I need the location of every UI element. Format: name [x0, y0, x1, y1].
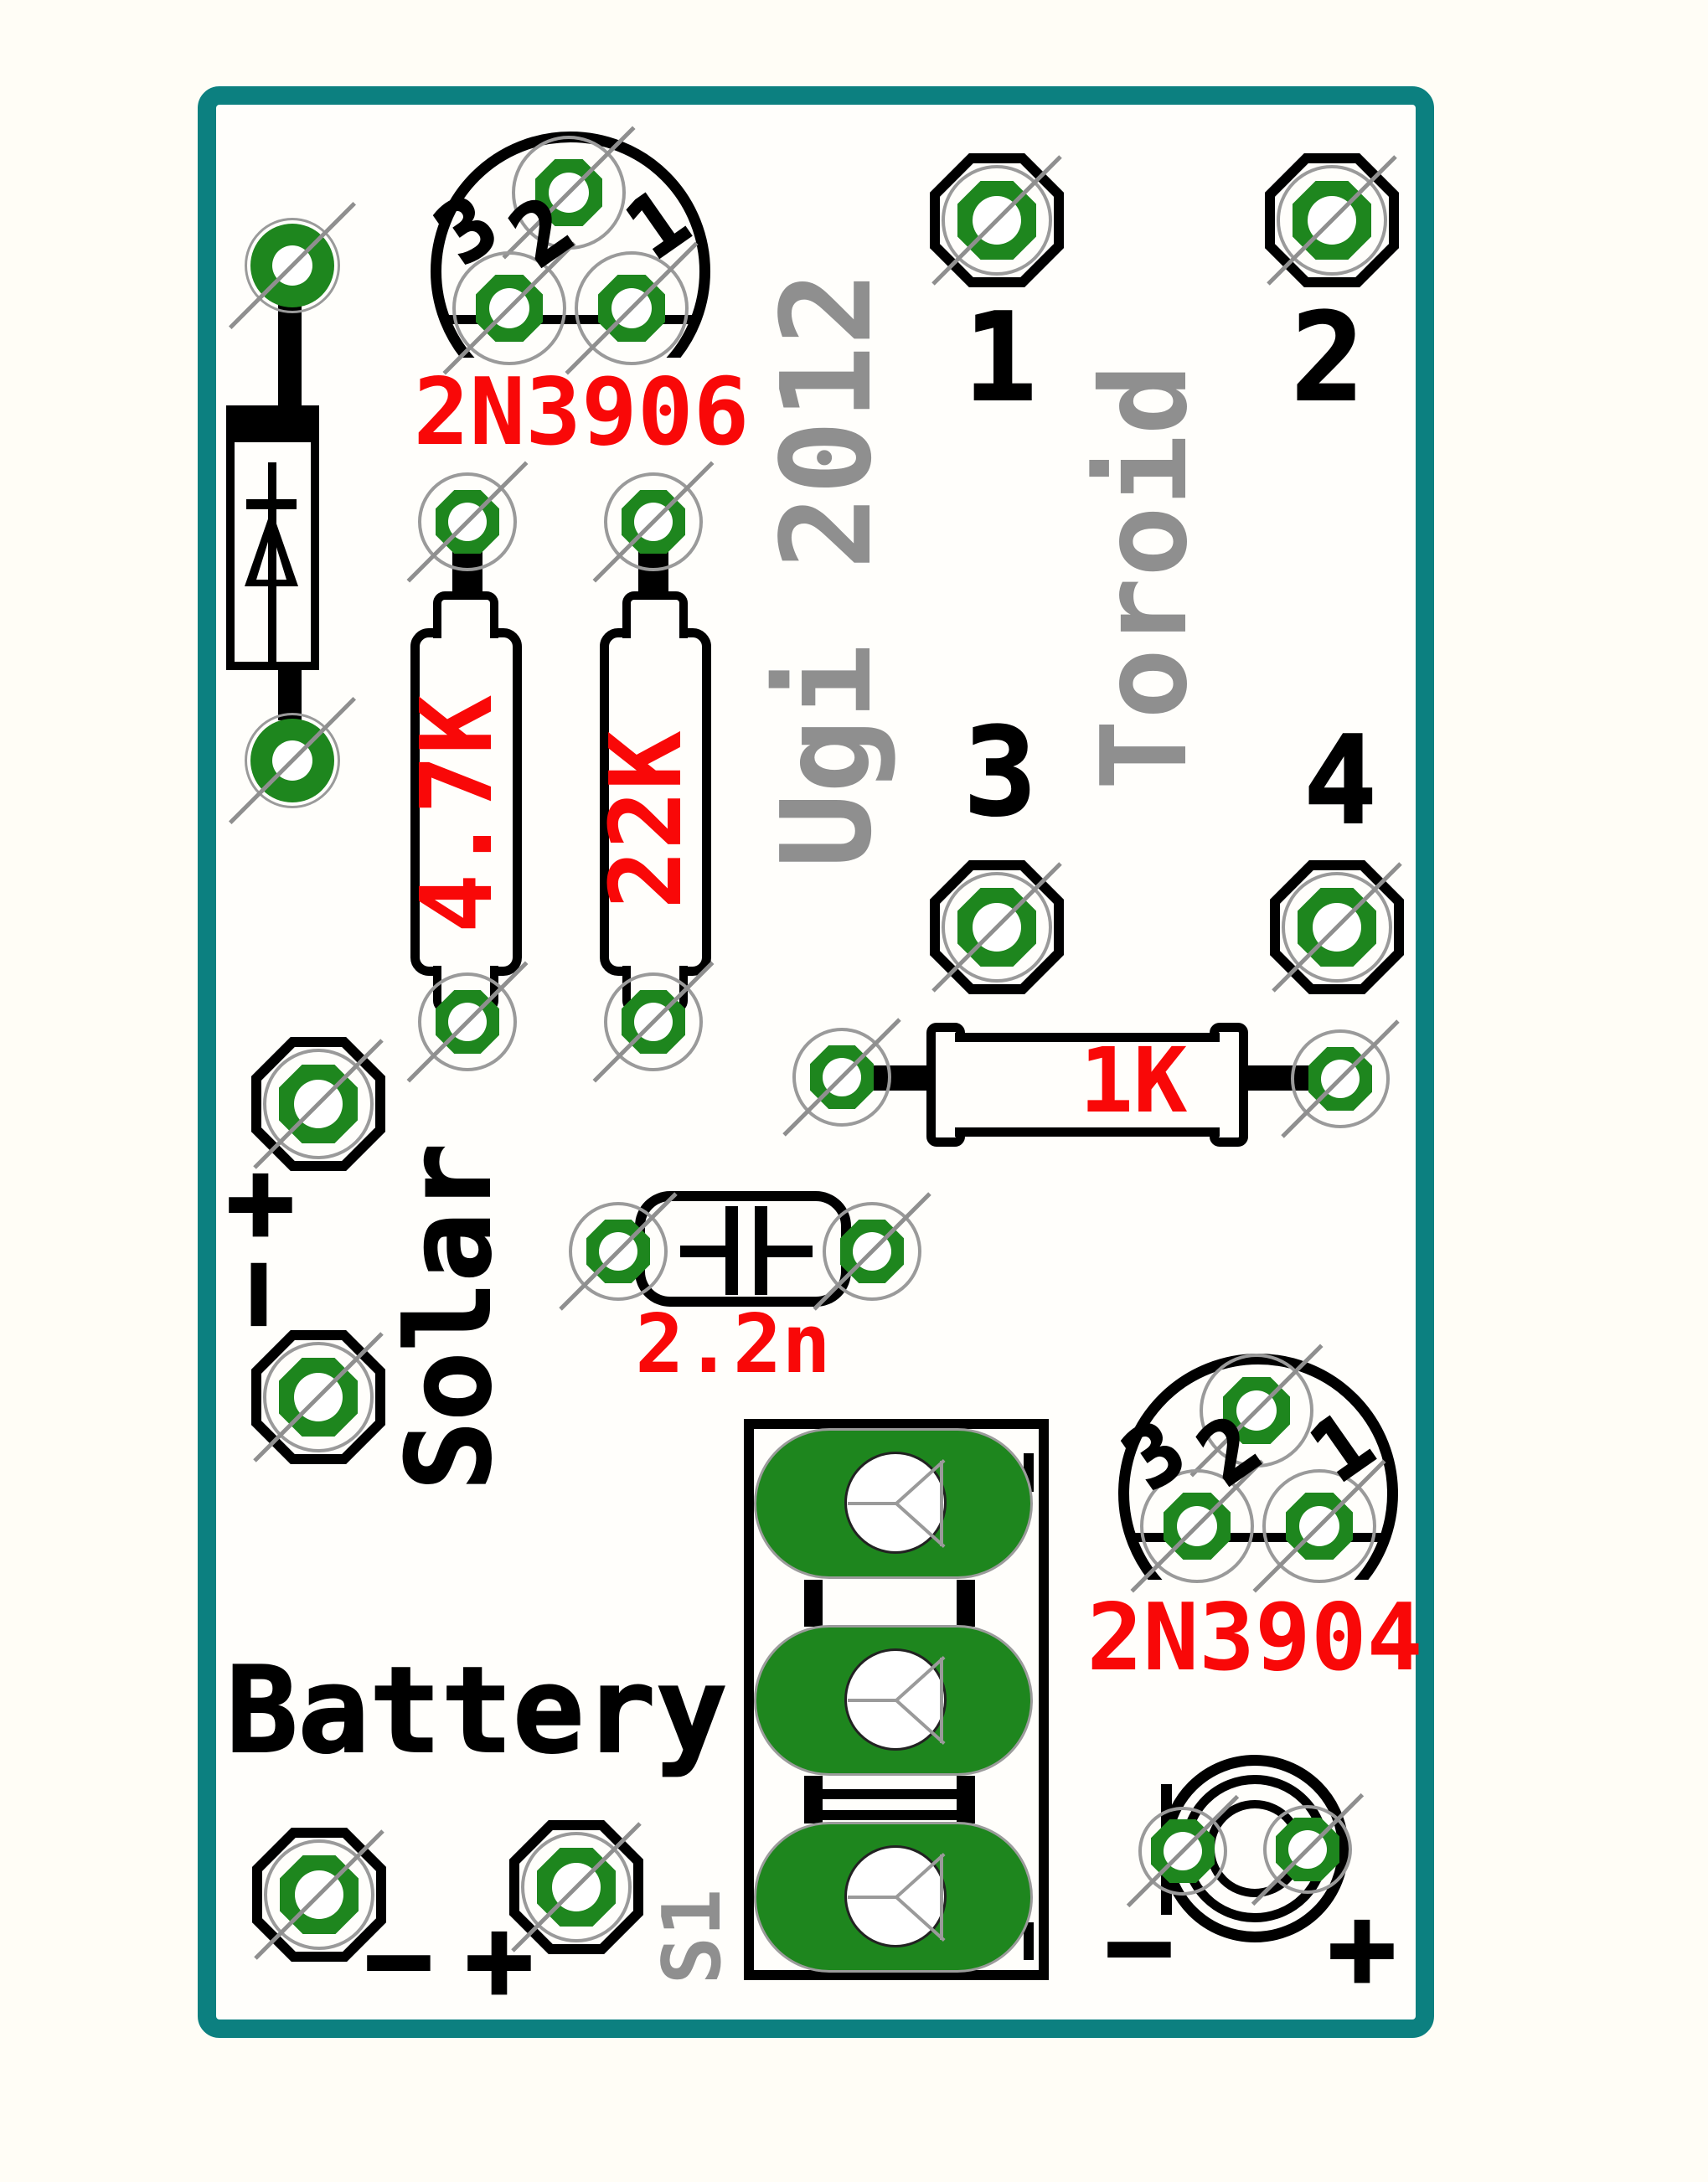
- solar-minus-mark: −: [195, 1259, 329, 1329]
- q1-pad-2: [502, 126, 636, 260]
- r3-pad-right: [1281, 1019, 1400, 1138]
- solar-pad-minus: [251, 1330, 385, 1464]
- switch-bar-1: [819, 1789, 968, 1799]
- toroid-pad-4: [1270, 860, 1404, 994]
- toroid-pad-2: [1265, 153, 1399, 287]
- switch-ref-label: S1: [647, 1888, 739, 1985]
- r1-neck-top: [433, 591, 498, 638]
- solar-plus-mark: +: [225, 1136, 296, 1267]
- transistor-q2-chord: [1132, 1533, 1385, 1542]
- r1-pad-top: [406, 461, 529, 583]
- diode-pad-top: [228, 201, 357, 330]
- battery-plus-mark: +: [464, 1894, 534, 2025]
- diode-cathode-band: [226, 405, 319, 442]
- credit-text: Ugi 2012: [755, 271, 899, 869]
- solar-pad-plus: [251, 1037, 385, 1171]
- r2-value-label: 22K: [588, 730, 704, 910]
- toroid-pad-1: [930, 153, 1064, 287]
- r2-pad-top: [592, 461, 715, 583]
- q1-value-label: 2N3906: [413, 359, 750, 467]
- r3-value-label: 1K: [1079, 1029, 1188, 1133]
- c1-pad-left: [559, 1192, 678, 1311]
- r3-pad-left: [782, 1018, 901, 1137]
- q2-value-label: 2N3904: [1086, 1584, 1423, 1692]
- toroid-pin-label-4: 4: [1303, 710, 1377, 852]
- r2-pad-bottom: [592, 961, 715, 1083]
- r1-pad-bottom: [406, 961, 529, 1083]
- r2-neck-top: [622, 591, 688, 638]
- battery-pad-minus: [252, 1828, 386, 1962]
- toroid-pin-label-1: 1: [962, 287, 1037, 429]
- r1-value-label: 4.7K: [399, 694, 514, 934]
- battery-label: Battery: [225, 1642, 728, 1780]
- battery-minus-mark: −: [364, 1894, 434, 2025]
- c1-pad-right: [813, 1192, 931, 1311]
- q1-pad-1: [565, 241, 699, 375]
- q2-pad-3: [1130, 1459, 1264, 1593]
- switch-link-2: [957, 1580, 975, 1627]
- resistor-r3-body: [955, 1033, 1220, 1137]
- switch-s1-outline: [744, 1419, 1049, 1980]
- diode-pad-bottom: [228, 696, 357, 825]
- switch-link-1: [804, 1580, 823, 1627]
- q2-pad-1: [1252, 1459, 1386, 1593]
- switch-mark-bottom: [1024, 1922, 1034, 1960]
- q1-pad-3: [442, 241, 576, 375]
- ecap-pad-minus: [1126, 1794, 1240, 1908]
- q2-pad-2: [1189, 1344, 1324, 1478]
- transistor-q1-chord: [444, 315, 697, 324]
- solar-label: Solar: [381, 1142, 518, 1491]
- battery-pad-plus: [509, 1820, 643, 1954]
- toroid-pad-3: [930, 860, 1064, 994]
- ecap-plus-mark: +: [1327, 1882, 1397, 2014]
- ecap-pad-plus: [1251, 1793, 1365, 1906]
- diode-trace-top: [278, 300, 302, 410]
- ecap-minus-mark: −: [1104, 1880, 1174, 2012]
- toroid-pin-label-3: 3: [962, 702, 1037, 843]
- toroid-label: Toroid: [1076, 364, 1214, 791]
- toroid-pin-label-2: 2: [1290, 287, 1365, 429]
- switch-link-3: [804, 1776, 823, 1823]
- switch-bar-2: [819, 1810, 968, 1820]
- c1-value-label: 2.2n: [635, 1297, 831, 1391]
- diode-trace-bottom: [278, 665, 302, 720]
